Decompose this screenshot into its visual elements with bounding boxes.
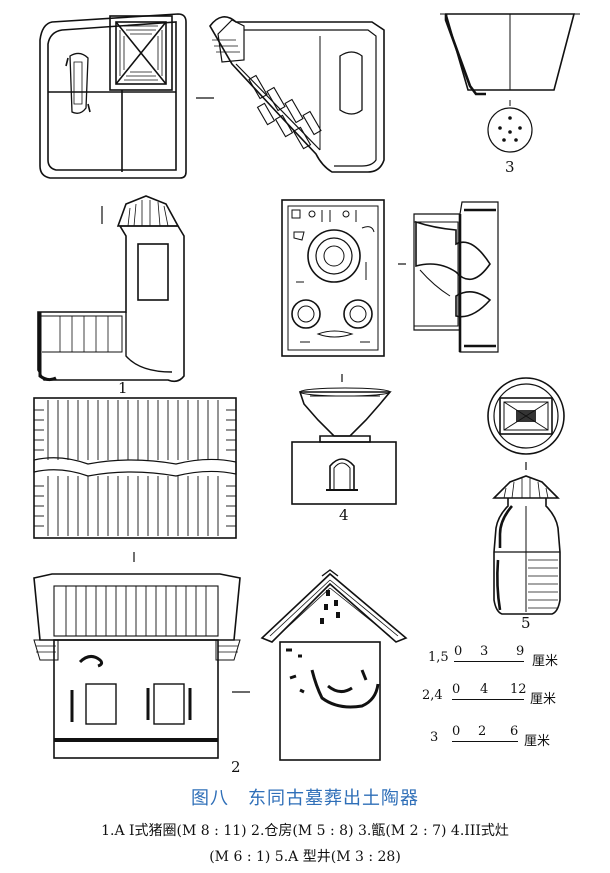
granary-front-view bbox=[33, 573, 250, 759]
granary-side-view bbox=[260, 569, 408, 761]
scale-bar-1-5: 1,5 0 3 9 厘米 bbox=[428, 644, 578, 670]
scale-line bbox=[452, 699, 524, 700]
pigsty-side-view bbox=[37, 195, 185, 383]
scale-label: 2,4 bbox=[422, 688, 443, 703]
pigsty-section-view bbox=[209, 16, 385, 173]
granary-roof-top-view bbox=[33, 397, 237, 562]
figure-caption-line-1: 1.A Ⅰ式猪圈(M 8 : 11) 2.仓房(M 5 : 8) 3.甑(M 2… bbox=[101, 823, 509, 839]
steamer-section bbox=[440, 13, 580, 153]
label-3: 3 bbox=[505, 158, 515, 176]
scale-unit: 厘米 bbox=[532, 654, 559, 669]
scale-tick: 9 bbox=[516, 644, 525, 659]
scale-unit: 厘米 bbox=[530, 692, 557, 707]
label-4: 4 bbox=[339, 506, 349, 524]
scale-tick: 0 bbox=[452, 682, 461, 697]
scale-bar-2-4: 2,4 0 4 12 厘米 bbox=[422, 682, 582, 708]
label-2: 2 bbox=[231, 758, 241, 776]
label-5: 5 bbox=[521, 614, 531, 632]
scale-line bbox=[452, 741, 518, 742]
scale-unit: 厘米 bbox=[524, 734, 551, 749]
scale-tick: 12 bbox=[510, 682, 527, 697]
scale-tick: 4 bbox=[480, 682, 489, 697]
figure-caption-title: 图八 东同古墓葬出土陶器 bbox=[191, 788, 419, 809]
pigsty-top-view bbox=[39, 13, 214, 179]
figure-caption-line-2: (M 6 : 1) 5.A 型井(M 3 : 28) bbox=[209, 849, 401, 865]
scale-line bbox=[454, 661, 524, 662]
scale-tick: 2 bbox=[478, 724, 487, 739]
scale-tick: 0 bbox=[454, 644, 463, 659]
scale-tick: 6 bbox=[510, 724, 519, 739]
scale-label: 1,5 bbox=[428, 650, 449, 665]
scale-bar-3: 3 0 2 6 厘米 bbox=[430, 724, 580, 750]
well-section-view bbox=[492, 475, 561, 615]
well-top-view bbox=[487, 377, 565, 470]
figure-drawings bbox=[33, 13, 580, 761]
stove-top-view bbox=[281, 199, 406, 357]
label-1: 1 bbox=[118, 379, 128, 397]
scale-tick: 3 bbox=[480, 644, 489, 659]
scale-tick: 0 bbox=[452, 724, 461, 739]
scale-label: 3 bbox=[430, 730, 439, 745]
stove-section-view bbox=[413, 201, 499, 353]
stove-front-view bbox=[291, 374, 397, 505]
